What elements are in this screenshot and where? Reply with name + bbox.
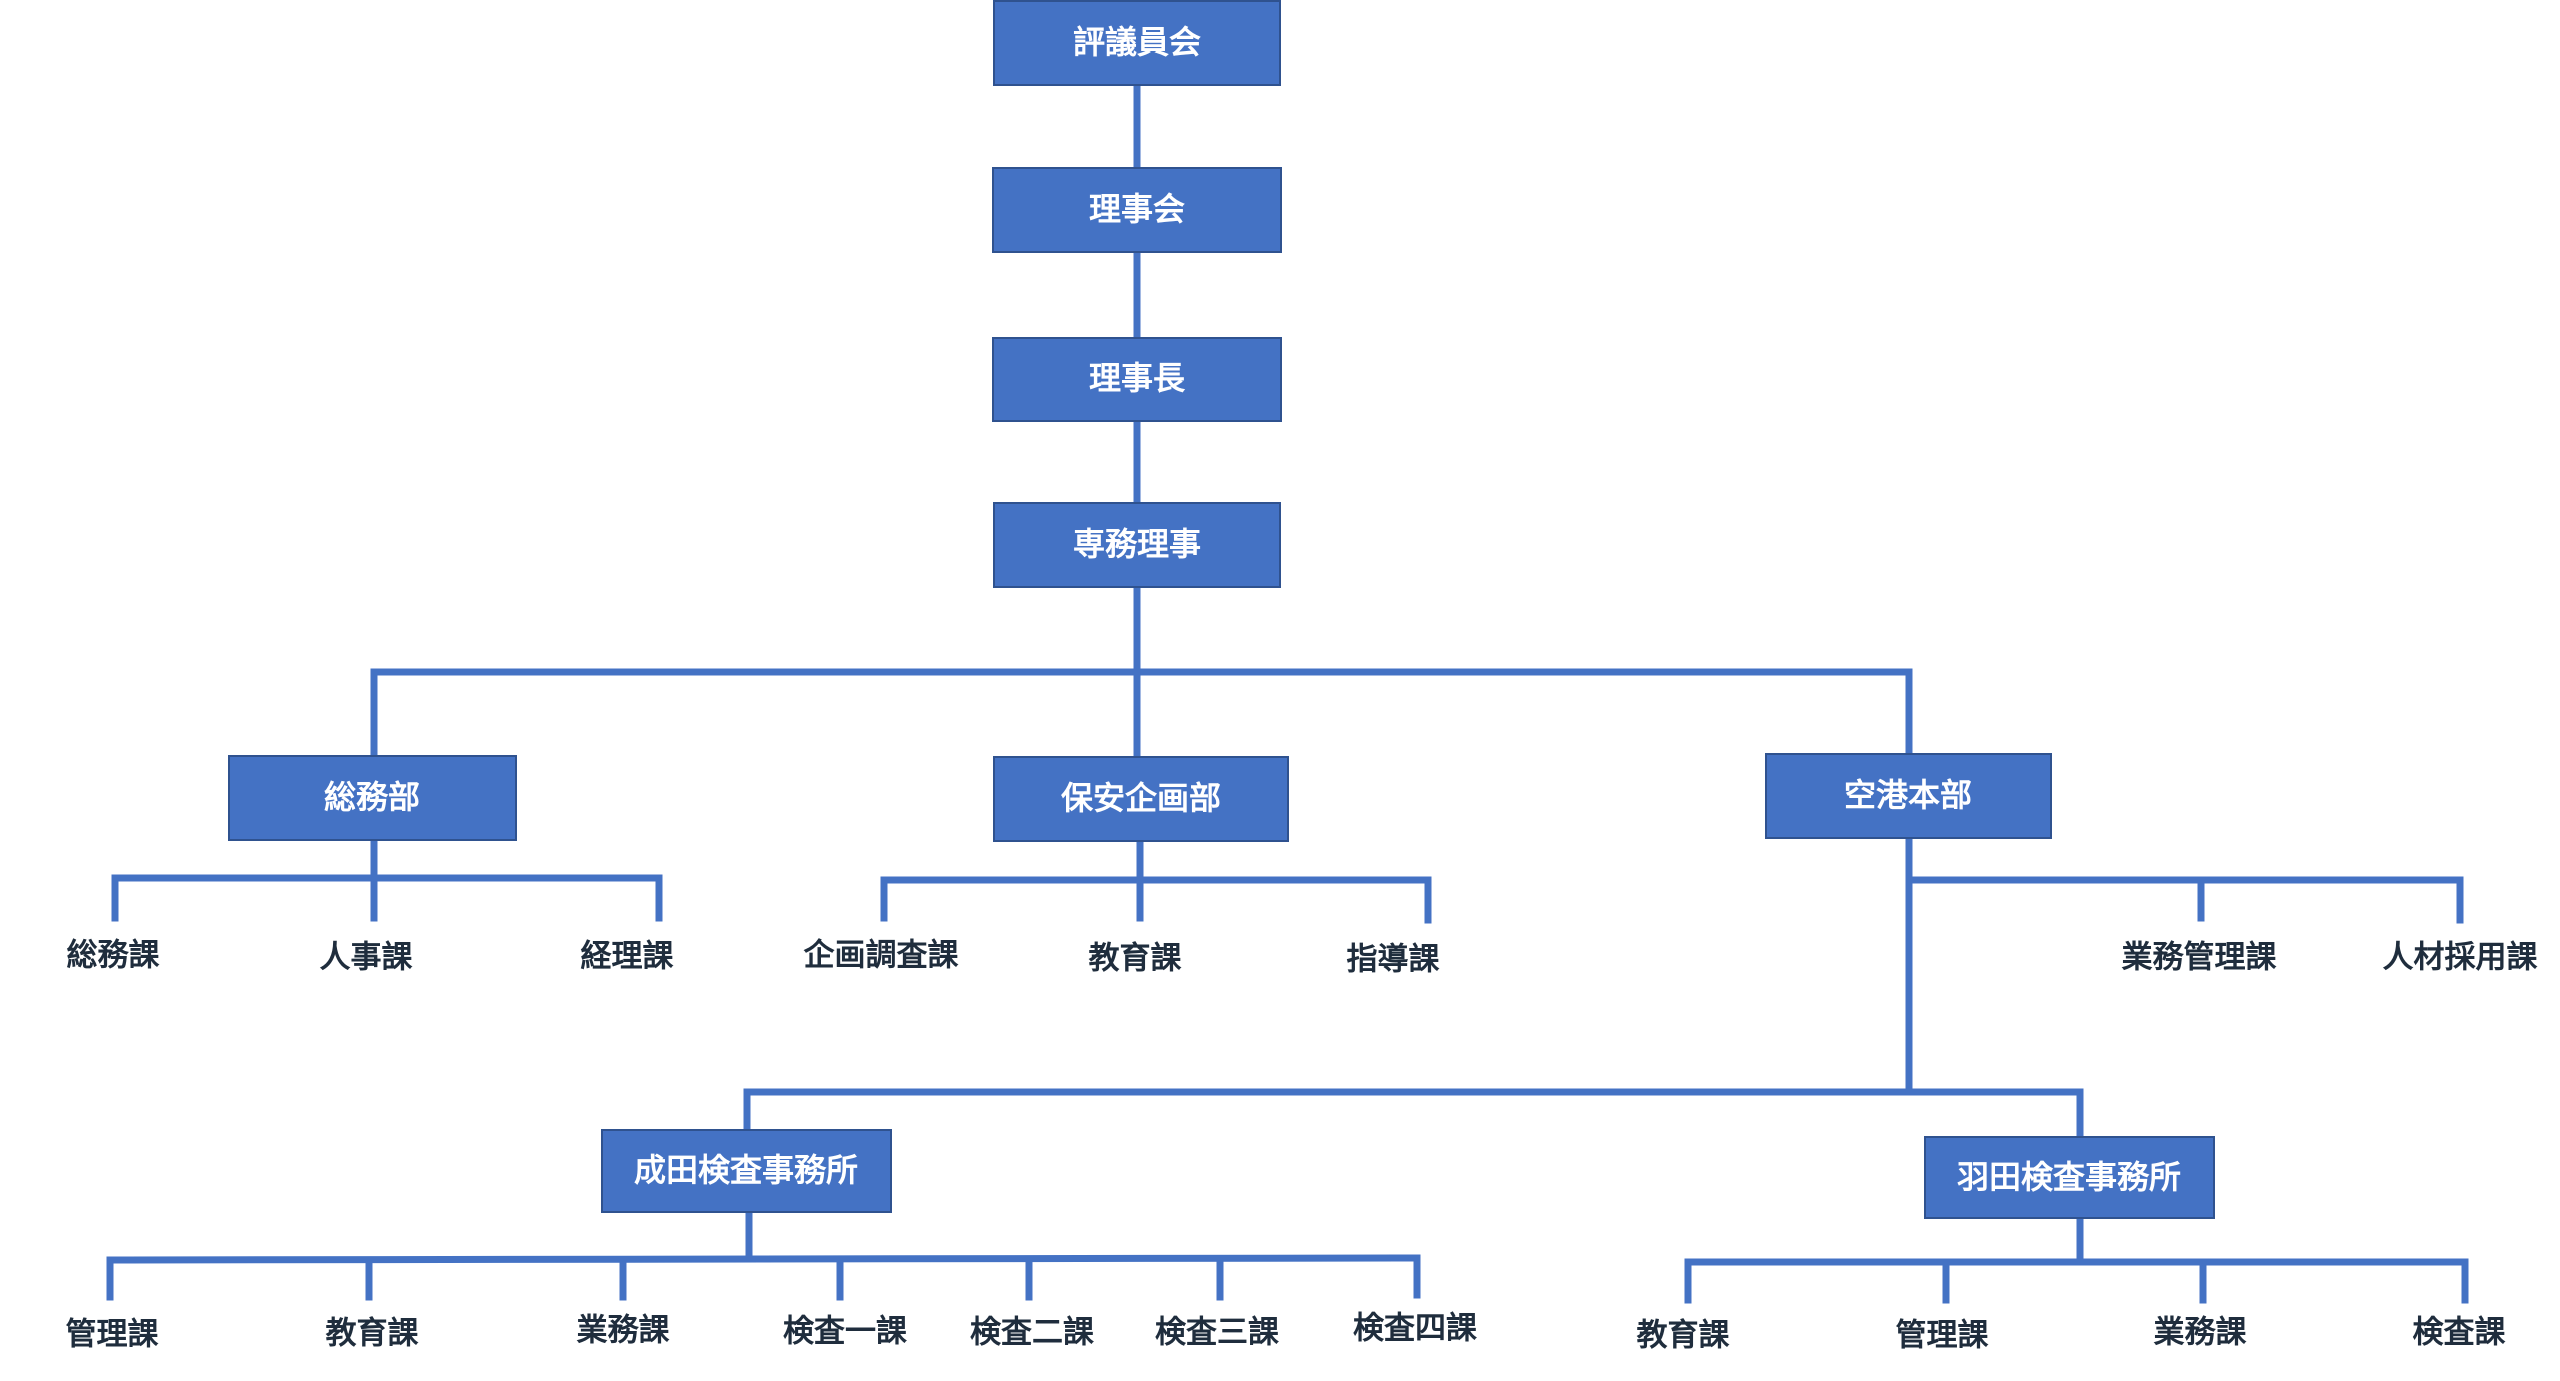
section-label: 検査三課: [1155, 1315, 1279, 1351]
section-label: 業務課: [577, 1313, 670, 1349]
org-box-haneda-office: 羽田検査事務所: [1924, 1136, 2215, 1219]
sections-narita: 管理課 教育課 業務課 検査一課 検査二課 検査三課 検査四課: [66, 1311, 1478, 1353]
connector-line: [106, 1254, 1421, 1264]
box-shape: [993, 0, 1281, 86]
connectors: [106, 81, 2469, 1304]
box-shape: [601, 1129, 892, 1213]
box-shape: [992, 337, 1282, 422]
sections-general-affairs: 総務課 人事課 経理課: [67, 938, 674, 976]
org-box-general-affairs-dept: 総務部: [228, 755, 517, 841]
sections-haneda: 教育課 管理課 業務課 検査課: [1637, 1315, 2506, 1354]
section-label: 検査四課: [1353, 1311, 1477, 1347]
box-shape: [993, 756, 1289, 842]
box-label: 保安企画部: [1061, 779, 1221, 817]
section-label: 総務課: [67, 938, 160, 974]
section-label: 管理課: [66, 1317, 159, 1353]
org-box-council: 評議員会: [993, 0, 1281, 86]
section-label: 人材採用課: [2383, 940, 2538, 976]
org-box-narita-office: 成田検査事務所: [601, 1129, 892, 1213]
section-label: 指導課: [1347, 942, 1440, 978]
sections-security-planning: 企画調査課 教育課 指導課: [804, 938, 1440, 978]
section-label: 教育課: [1089, 941, 1182, 977]
org-box-chairman: 理事長: [992, 337, 1282, 422]
section-label: 教育課: [326, 1316, 419, 1352]
section-label: 業務管理課: [2122, 940, 2277, 976]
box-label: 評議員会: [1073, 23, 1201, 61]
org-box-executive-director: 専務理事: [993, 502, 1281, 588]
section-label: 管理課: [1896, 1318, 1989, 1354]
section-label: 人事課: [320, 940, 413, 976]
box-label: 総務部: [324, 778, 420, 816]
section-label: 検査課: [2413, 1315, 2506, 1351]
section-label: 企画調査課: [804, 938, 959, 974]
box-shape: [1924, 1136, 2215, 1219]
section-label: 検査一課: [783, 1314, 907, 1350]
box-shape: [1765, 753, 2052, 839]
box-shape: [228, 755, 517, 841]
box-shape: [992, 167, 1282, 253]
section-label: 経理課: [581, 939, 674, 975]
section-label: 教育課: [1637, 1318, 1730, 1354]
org-box-security-planning-dept: 保安企画部: [993, 756, 1289, 842]
section-label: 検査二課: [970, 1315, 1094, 1351]
box-label: 理事長: [1089, 359, 1186, 397]
org-box-board: 理事会: [992, 167, 1282, 253]
box-label: 成田検査事務所: [634, 1151, 858, 1189]
box-label: 専務理事: [1073, 525, 1201, 563]
org-box-airport-hq: 空港本部: [1765, 753, 2052, 839]
box-label: 羽田検査事務所: [1957, 1158, 2181, 1196]
sections-airport-hq: 業務管理課 人材採用課: [2122, 940, 2538, 976]
section-label: 業務課: [2154, 1315, 2247, 1351]
box-label: 理事会: [1089, 190, 1185, 228]
box-shape: [993, 502, 1281, 588]
box-label: 空港本部: [1844, 776, 1972, 814]
